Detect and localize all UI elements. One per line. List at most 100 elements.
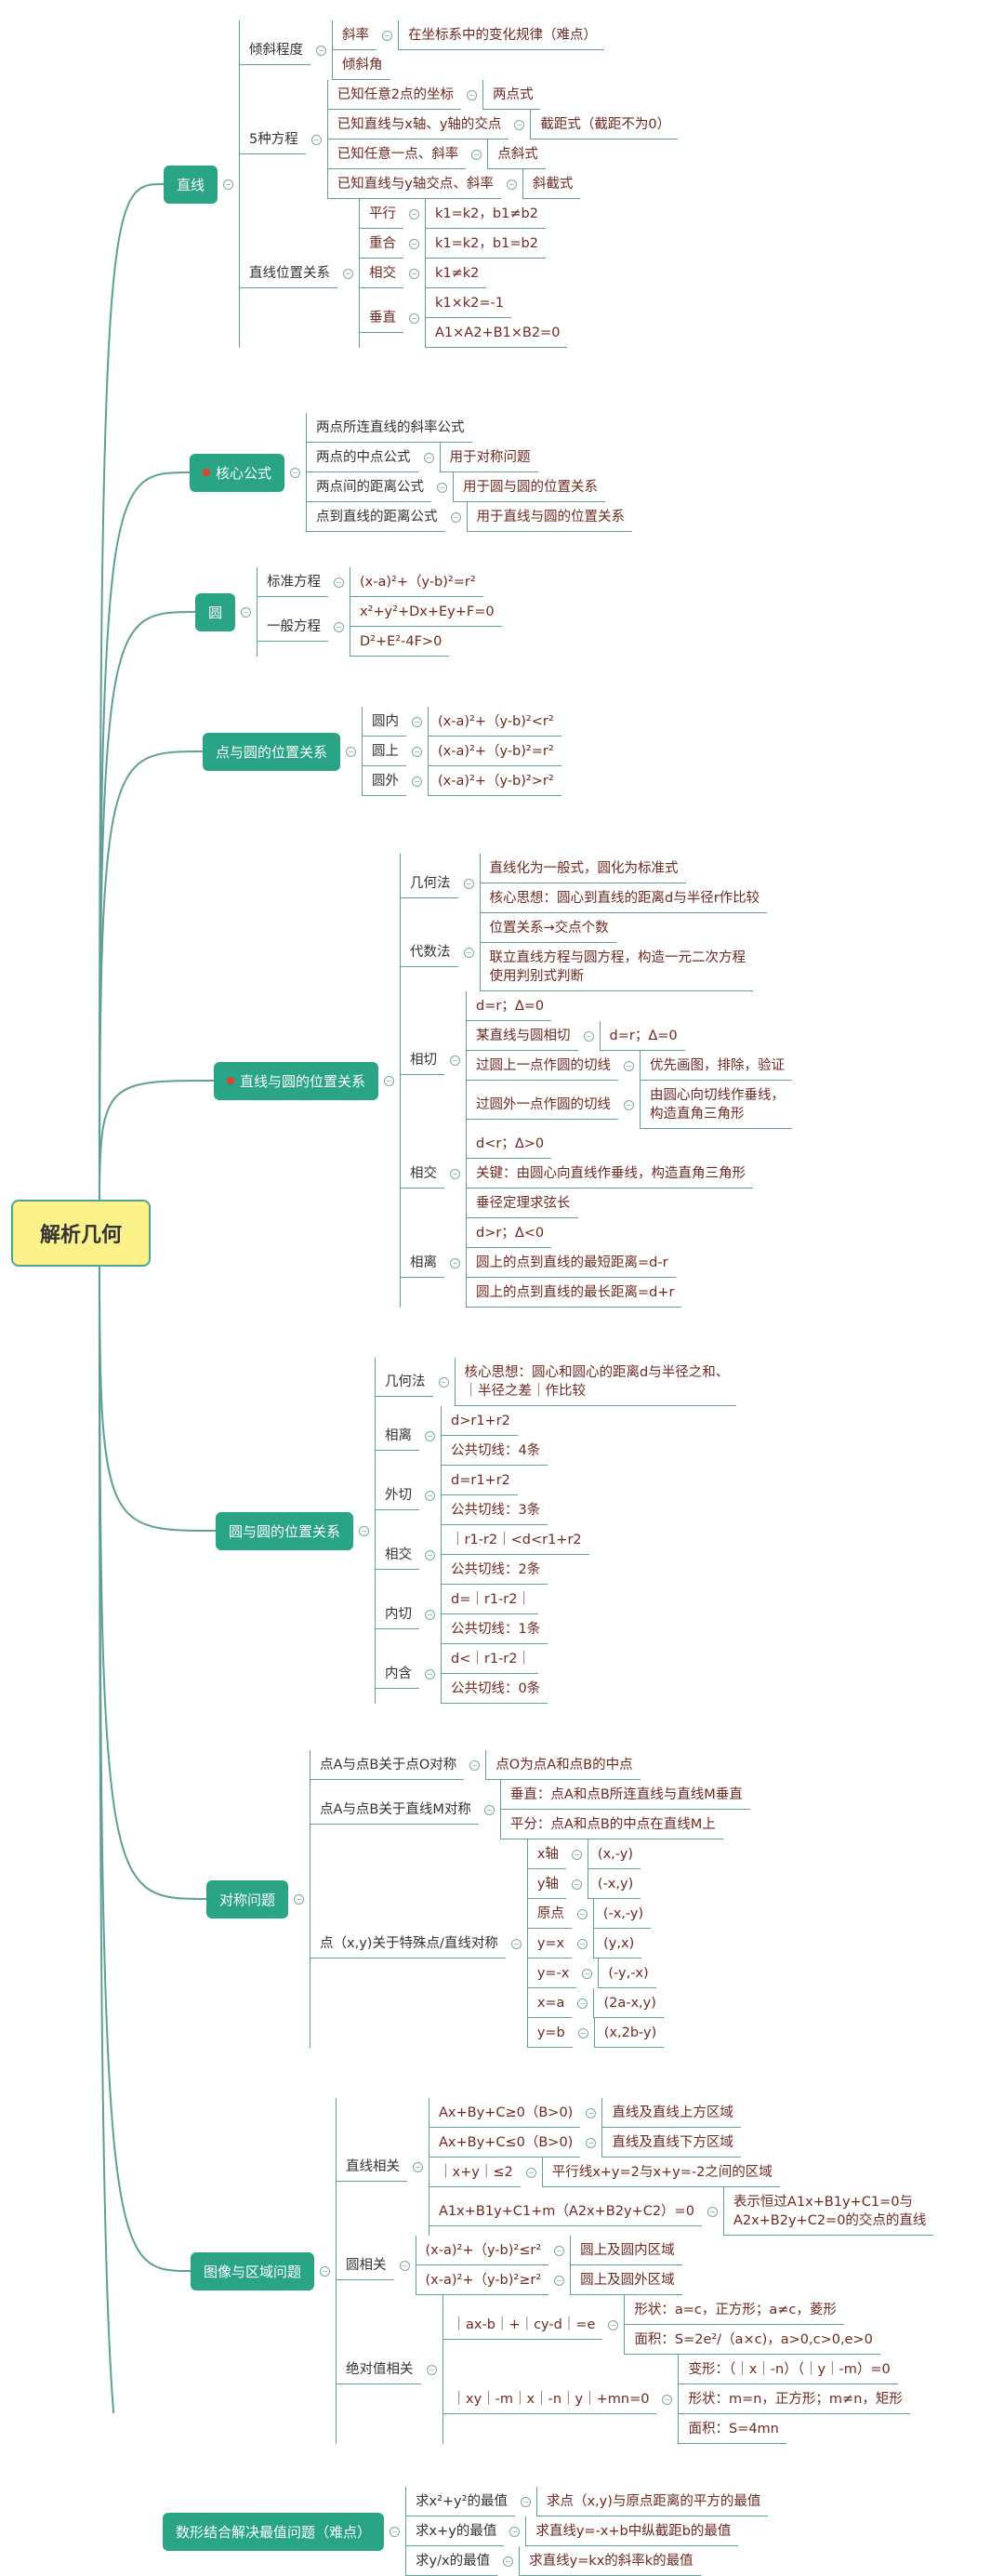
leaf-node[interactable]: d=r；Δ=0: [600, 1021, 685, 1051]
collapse-toggle-icon[interactable]: −: [554, 2275, 565, 2286]
topic-node[interactable]: 几何法−直线化为一般式，圆化为标准式核心思想：圆心到直线的距离d与半径r作比较: [401, 854, 792, 913]
leaf-node[interactable]: ｜r1-r2｜<d<r1+r2: [442, 1525, 589, 1555]
collapse-toggle-icon[interactable]: −: [450, 1168, 461, 1179]
topic-node[interactable]: y=b−(x,2b-y): [527, 2018, 665, 2048]
collapse-toggle-icon[interactable]: −: [425, 1430, 436, 1441]
leaf-node[interactable]: 圆上的点到直线的最长距离=d+r: [467, 1278, 682, 1308]
topic-node[interactable]: 已知直线与y轴交点、斜率−斜截式: [327, 169, 678, 199]
leaf-node[interactable]: k1=k2，b1=b2: [426, 229, 546, 259]
collapse-toggle-icon[interactable]: −: [320, 2265, 331, 2277]
collapse-toggle-icon[interactable]: −: [412, 716, 423, 727]
collapse-toggle-icon[interactable]: −: [423, 452, 434, 463]
collapse-toggle-icon[interactable]: −: [509, 2526, 521, 2537]
leaf-node[interactable]: x²+y²+Dx+Ey+F=0: [350, 597, 502, 627]
topic-node[interactable]: 求x²+y²的最值−求点（x,y)与原点距离的平方的最值: [406, 2487, 769, 2516]
leaf-node[interactable]: d<｜r1-r2｜: [442, 1644, 548, 1674]
leaf-node[interactable]: 公共切线：1条: [442, 1614, 548, 1644]
topic-node[interactable]: 绝对值相关−｜ax-b｜+｜cy-d｜=e−形状：a=c，正方形；a≠c，菱形面…: [337, 2295, 933, 2444]
leaf-node[interactable]: d<r；Δ>0: [467, 1129, 753, 1159]
collapse-toggle-icon[interactable]: −: [290, 467, 301, 478]
collapse-toggle-icon[interactable]: −: [438, 1376, 449, 1388]
collapse-toggle-icon[interactable]: −: [463, 878, 474, 889]
collapse-toggle-icon[interactable]: −: [586, 2107, 597, 2118]
leaf-node[interactable]: 点斜式: [488, 139, 546, 169]
collapse-toggle-icon[interactable]: −: [624, 1060, 635, 1071]
branch-topic[interactable]: 直线: [164, 165, 218, 204]
leaf-node[interactable]: (x,2b-y): [594, 2018, 665, 2048]
topic-node[interactable]: 已知任意2点的坐标−两点式: [327, 80, 678, 110]
leaf-node[interactable]: 形状：a=c，正方形；a≠c，菱形: [625, 2295, 879, 2325]
leaf-node[interactable]: 面积：S=2e²/（a×c)，a>0,c>0,e>0: [625, 2325, 880, 2355]
collapse-toggle-icon[interactable]: −: [384, 1075, 395, 1086]
collapse-toggle-icon[interactable]: −: [510, 1938, 522, 1949]
topic-node[interactable]: x=a−(2a-x,y): [527, 1988, 664, 2018]
topic-node[interactable]: 求x+y的最值−求直线y=-x+b中纵截距b的最值: [406, 2516, 768, 2546]
collapse-toggle-icon[interactable]: −: [554, 2245, 565, 2256]
topic-node[interactable]: 标准方程−(x-a)²+（y-b)²=r²: [258, 567, 502, 597]
topic-node[interactable]: 过圆上一点作圆的切线−优先画图，排除，验证: [467, 1051, 793, 1081]
collapse-toggle-icon[interactable]: −: [425, 1549, 436, 1560]
collapse-toggle-icon[interactable]: −: [409, 312, 420, 324]
leaf-node[interactable]: 求直线y=-x+b中纵截距b的最值: [526, 2516, 739, 2546]
collapse-toggle-icon[interactable]: −: [343, 268, 354, 279]
leaf-node[interactable]: 关键：由圆心向直线作垂线，构造直角三角形: [467, 1159, 754, 1188]
leaf-node[interactable]: 垂径定理求弦长: [467, 1188, 753, 1218]
topic-node[interactable]: y轴−(-x,y): [527, 1869, 664, 1899]
leaf-node[interactable]: D²+E²-4F>0: [350, 627, 502, 657]
leaf-node[interactable]: 点O为点A和点B的中点: [486, 1750, 641, 1780]
topic-node[interactable]: 倾斜程度−斜率−在坐标系中的变化规律（难点）倾斜角: [240, 20, 678, 80]
topic-node[interactable]: Ax+By+C≥0（B>0)−直线及直线上方区域: [429, 2098, 933, 2128]
leaf-node[interactable]: 斜截式: [522, 169, 581, 199]
leaf-node[interactable]: 用于圆与圆的位置关系: [454, 472, 606, 502]
collapse-toggle-icon[interactable]: −: [413, 2161, 424, 2172]
leaf-node[interactable]: d=r1+r2: [442, 1466, 548, 1495]
leaf-node[interactable]: 优先画图，排除，验证: [641, 1051, 793, 1081]
topic-node[interactable]: A1x+B1y+C1+m（A2x+B2y+C2）=0−表示恒过A1x+B1y+C…: [429, 2187, 934, 2236]
collapse-toggle-icon[interactable]: −: [608, 2319, 619, 2330]
leaf-node[interactable]: (x,-y): [588, 1839, 641, 1869]
topic-node[interactable]: 已知直线与x轴、y轴的交点−截距式（截距不为0）: [327, 110, 679, 139]
leaf-node[interactable]: 表示恒过A1x+B1y+C1=0与 A2x+B2y+C2=0的交点的直线: [723, 2187, 934, 2236]
collapse-toggle-icon[interactable]: −: [576, 1908, 588, 1919]
topic-node[interactable]: 相交−k1≠k2: [360, 259, 567, 288]
leaf-node[interactable]: k1≠k2: [426, 259, 487, 288]
collapse-toggle-icon[interactable]: −: [425, 1490, 436, 1501]
branch-topic[interactable]: 圆: [195, 592, 236, 631]
topic-node[interactable]: 已知任意一点、斜率−点斜式: [327, 139, 678, 169]
collapse-toggle-icon[interactable]: −: [624, 1099, 635, 1110]
collapse-toggle-icon[interactable]: −: [503, 2556, 514, 2567]
leaf-node[interactable]: (y,x): [594, 1929, 642, 1959]
topic-node[interactable]: 几何法−核心思想：圆心和圆心的距离d与半径之和、 ｜半径之差｜作比较: [376, 1358, 737, 1406]
topic-node[interactable]: 圆上−(x-a)²+（y-b)²=r²: [363, 737, 561, 766]
leaf-node[interactable]: 圆上及圆内区域: [571, 2236, 682, 2265]
leaf-node[interactable]: d>r1+r2: [442, 1406, 548, 1436]
topic-node[interactable]: 求y/x的最值−求直线y=kx的斜率k的最值: [406, 2546, 768, 2576]
topic-node[interactable]: y=x−(y,x): [527, 1929, 664, 1959]
root-topic[interactable]: 解析几何: [11, 1200, 151, 1267]
leaf-node[interactable]: 公共切线：2条: [442, 1555, 589, 1585]
collapse-toggle-icon[interactable]: −: [582, 1968, 593, 1979]
collapse-toggle-icon[interactable]: −: [520, 2496, 531, 2507]
leaf-node[interactable]: 平分：点A和点B的中点在直线M上: [500, 1810, 750, 1839]
leaf-node[interactable]: (2a-x,y): [594, 1988, 664, 2018]
leaf-node[interactable]: 直线化为一般式，圆化为标准式: [480, 854, 768, 883]
collapse-toggle-icon[interactable]: −: [310, 134, 322, 145]
leaf-node[interactable]: 公共切线：3条: [442, 1495, 548, 1525]
leaf-node[interactable]: (-x,-y): [593, 1899, 652, 1929]
topic-node[interactable]: ｜ax-b｜+｜cy-d｜=e−形状：a=c，正方形；a≠c，菱形面积：S=2e…: [443, 2295, 910, 2355]
collapse-toggle-icon[interactable]: −: [450, 511, 461, 523]
leaf-node[interactable]: d=r；Δ=0: [467, 991, 792, 1021]
collapse-toggle-icon[interactable]: −: [399, 2260, 410, 2271]
collapse-toggle-icon[interactable]: −: [316, 45, 327, 56]
leaf-node[interactable]: k1=k2，b1≠b2: [426, 199, 546, 229]
leaf-node[interactable]: 用于直线与圆的位置关系: [467, 502, 633, 532]
leaf-node[interactable]: (x-a)²+（y-b)²<r²: [429, 707, 561, 737]
collapse-toggle-icon[interactable]: −: [223, 179, 234, 190]
topic-node[interactable]: 斜率−在坐标系中的变化规律（难点）: [333, 20, 605, 50]
branch-topic[interactable]: 直线与圆的位置关系: [214, 1061, 379, 1100]
